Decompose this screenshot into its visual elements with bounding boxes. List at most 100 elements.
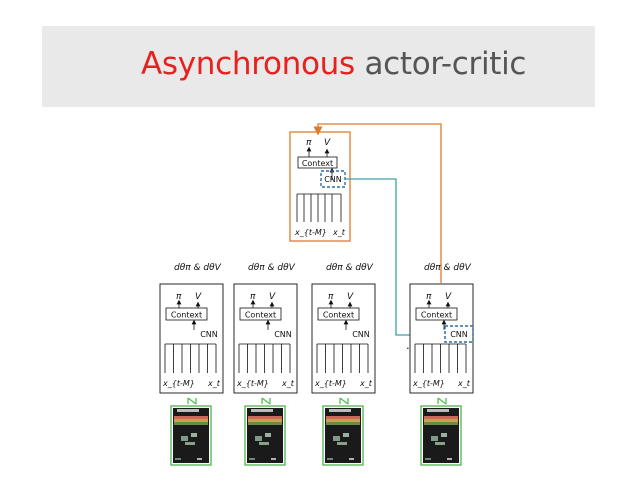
worker-input-first: x_{t-M}: [412, 379, 445, 388]
game-brick-row-3: [326, 422, 360, 425]
worker-input-first: x_{t-M}: [236, 379, 269, 388]
worker-input-last: x_t: [207, 379, 221, 388]
title-word-actor-critic: actor-critic: [364, 46, 527, 82]
global-v-output: V: [324, 138, 331, 148]
game-screen-icon: [244, 405, 286, 466]
env-arrow-cross: [339, 397, 349, 405]
worker-pi-output: π: [328, 292, 334, 302]
worker-input-last: x_t: [281, 379, 295, 388]
worker-input-first: x_{t-M}: [314, 379, 347, 388]
global-network-frame: [289, 131, 351, 242]
game-sprite-2: [191, 433, 197, 437]
env-arrow-cross: [261, 397, 271, 405]
game-sprite-1: [255, 436, 262, 441]
worker-v-output: V: [347, 292, 354, 302]
game-brick-row-2: [424, 419, 458, 422]
worker-gradient-label: dθπ & dθV: [174, 263, 222, 273]
worker-frame: [159, 283, 224, 394]
worker-v-output: V: [445, 292, 452, 302]
game-brick-row-3: [424, 422, 458, 425]
worker-v-output: V: [195, 292, 202, 302]
game-sprite-1: [333, 436, 340, 441]
worker-frame: [311, 283, 376, 394]
worker-context-box: [165, 307, 208, 321]
game-score-bar: [177, 409, 199, 412]
worker-context-box: [239, 307, 282, 321]
game-sprite-2: [343, 433, 349, 437]
worker-frame: [233, 283, 298, 394]
worker-cnn-label: CNN: [450, 330, 468, 339]
game-brick-row-1: [174, 416, 208, 419]
game-paddle: [425, 458, 431, 460]
global-context-box: [297, 156, 338, 169]
game-brick-row-3: [174, 422, 208, 425]
worker-gradient-label: dθπ & dθV: [424, 263, 472, 273]
game-sprite-3: [185, 442, 195, 445]
global-pi-output: π: [306, 138, 312, 148]
game-ball: [447, 458, 452, 460]
game-brick-row-2: [248, 419, 282, 422]
env-arrow-cross: [187, 397, 197, 405]
title-band: [42, 26, 595, 107]
gradient-update-arrow: [313, 123, 442, 283]
global-cnn-label: CNN: [324, 175, 342, 184]
global-input-first: x_{t-M}: [294, 228, 327, 237]
worker-cnn-highlight-box: [444, 325, 474, 343]
game-screen-icon: [322, 405, 364, 466]
game-sprite-3: [259, 442, 269, 445]
game-sprite-2: [441, 433, 447, 437]
game-ball: [349, 458, 354, 460]
game-sprite-3: [435, 442, 445, 445]
global-input-last: x_t: [332, 228, 346, 237]
game-score-bar: [427, 409, 449, 412]
global-network: π V Context CNN x_{t-M} x_t: [289, 131, 351, 242]
worker-context-label: Context: [245, 311, 276, 320]
worker-cnn-label: CNN: [352, 330, 370, 339]
game-score-bar: [251, 409, 273, 412]
global-context-label: Context: [302, 159, 333, 168]
game-screen-icon: [420, 405, 462, 466]
worker-input-last: x_t: [457, 379, 471, 388]
game-sprite-1: [431, 436, 438, 441]
game-sprite-1: [181, 436, 188, 441]
worker-context-box: [317, 307, 360, 321]
worker-context-label: Context: [421, 311, 452, 320]
game-brick-row-1: [424, 416, 458, 419]
worker-gradient-label: dθπ & dθV: [248, 263, 296, 273]
slide-title: Asynchronous actor-critic: [141, 46, 526, 82]
worker-context-label: Context: [323, 311, 354, 320]
game-paddle: [327, 458, 333, 460]
worker-input-last: x_t: [359, 379, 373, 388]
title-word-asynchronous: Asynchronous: [141, 46, 355, 82]
game-paddle: [249, 458, 255, 460]
game-brick-row-2: [174, 419, 208, 422]
env-arrow-cross: [437, 397, 447, 405]
game-ball: [271, 458, 276, 460]
game-brick-row-3: [248, 422, 282, 425]
worker-pi-output: π: [426, 292, 432, 302]
game-brick-row-1: [326, 416, 360, 419]
game-ball: [197, 458, 202, 460]
worker-input-first: x_{t-M}: [162, 379, 195, 388]
worker-pi-output: π: [250, 292, 256, 302]
game-sprite-2: [265, 433, 271, 437]
worker-cnn-label: CNN: [274, 330, 292, 339]
worker-gradient-label: dθπ & dθV: [326, 263, 374, 273]
game-screen-icon: [170, 405, 212, 466]
worker-v-output: V: [269, 292, 276, 302]
game-brick-row-2: [326, 419, 360, 422]
worker-cnn-label: CNN: [200, 330, 218, 339]
game-paddle: [175, 458, 181, 460]
worker-context-label: Context: [171, 311, 202, 320]
game-score-bar: [329, 409, 351, 412]
game-brick-row-1: [248, 416, 282, 419]
worker-pi-output: π: [176, 292, 182, 302]
worker-context-box: [415, 307, 458, 321]
game-sprite-3: [337, 442, 347, 445]
